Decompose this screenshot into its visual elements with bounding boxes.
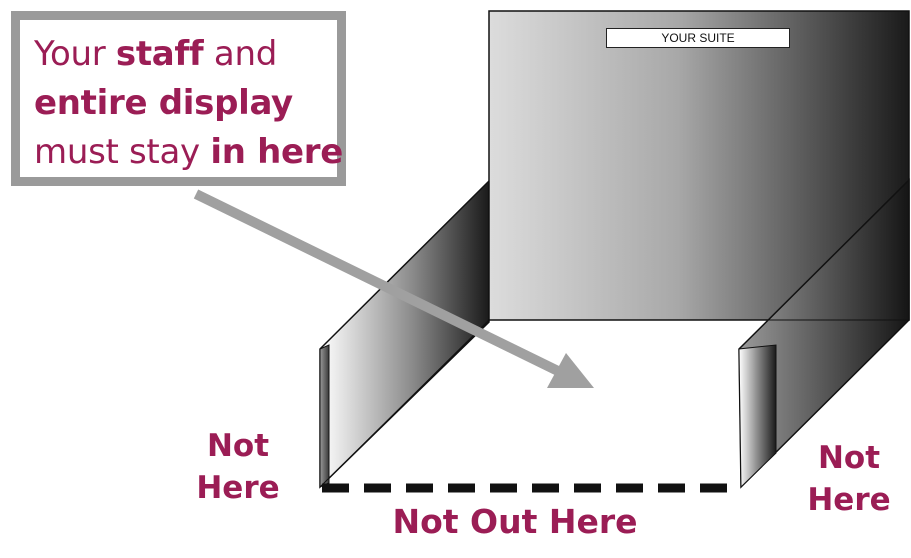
- callout-arrow-head: [547, 353, 594, 388]
- floor-left-edge: [319, 319, 490, 488]
- callout-line-1: Your staff and: [34, 34, 277, 74]
- right-wall-front: [738, 344, 777, 489]
- left-not-here-label: Not Here: [196, 428, 280, 506]
- left-wall-top: [319, 179, 490, 489]
- suite-label: YOUR SUITE: [606, 28, 790, 48]
- left-wall-front: [319, 344, 330, 488]
- callout-line-2: entire display: [34, 83, 293, 123]
- not-out-here-label: Not Out Here: [392, 502, 638, 541]
- right-not-here-label: Not Here: [807, 440, 891, 518]
- callout-line-3: must stay in here: [34, 132, 344, 172]
- callout-box: Your staff and entire display must stay …: [11, 11, 346, 186]
- callout-arrow-shaft: [193, 189, 563, 377]
